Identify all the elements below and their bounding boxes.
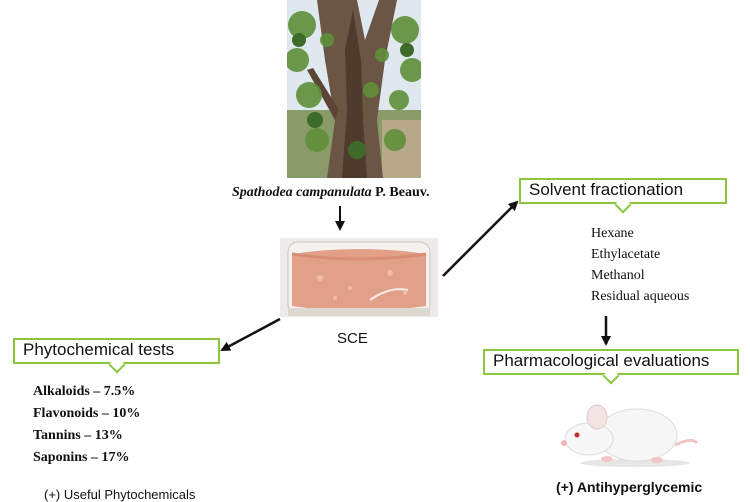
solvent-item: Ethylacetate [591, 247, 661, 262]
pharmacological-evaluations-label: Pharmacological evaluations [493, 351, 710, 370]
solvent-fractionation-label: Solvent fractionation [529, 180, 684, 199]
extract-label: SCE [337, 330, 368, 347]
solvent-fractionation-box: Solvent fractionation [519, 178, 727, 214]
arrow-extract-to-solvent [442, 200, 519, 277]
solvent-item: Hexane [591, 226, 634, 241]
phytochemical-item: Flavonoids – 10% [33, 406, 141, 421]
phytochemical-list: Alkaloids – 7.5% Flavonoids – 10% Tannin… [33, 381, 140, 469]
phytochemical-result: (+) Useful Phytochemicals [44, 487, 196, 502]
phytochemical-tests-box: Phytochemical tests [13, 338, 220, 374]
species-name: Spathodea campanulata [232, 185, 372, 200]
solvent-item: Residual aqueous [591, 289, 690, 304]
powder-jar-photo [280, 238, 438, 317]
pharmacological-evaluations-box: Pharmacological evaluations [483, 349, 739, 385]
phytochemical-tests-label: Phytochemical tests [23, 340, 175, 359]
tree-photo [287, 0, 421, 178]
phytochemical-item: Saponins – 17% [33, 450, 130, 465]
species-author: P. Beauv. [375, 185, 430, 200]
pharmacological-result: (+) Antihyperglycemic [556, 479, 703, 495]
white-mouse-photo [547, 393, 699, 469]
phytochemical-item: Tannins – 13% [33, 428, 123, 443]
solvent-list: Hexane Ethylacetate Methanol Residual aq… [591, 223, 689, 307]
solvent-item: Methanol [591, 268, 645, 283]
phytochemical-item: Alkaloids – 7.5% [33, 384, 136, 399]
arrow-extract-to-phytochemical [220, 317, 281, 352]
species-caption: Spathodea campanulata P. Beauv. [232, 185, 502, 201]
